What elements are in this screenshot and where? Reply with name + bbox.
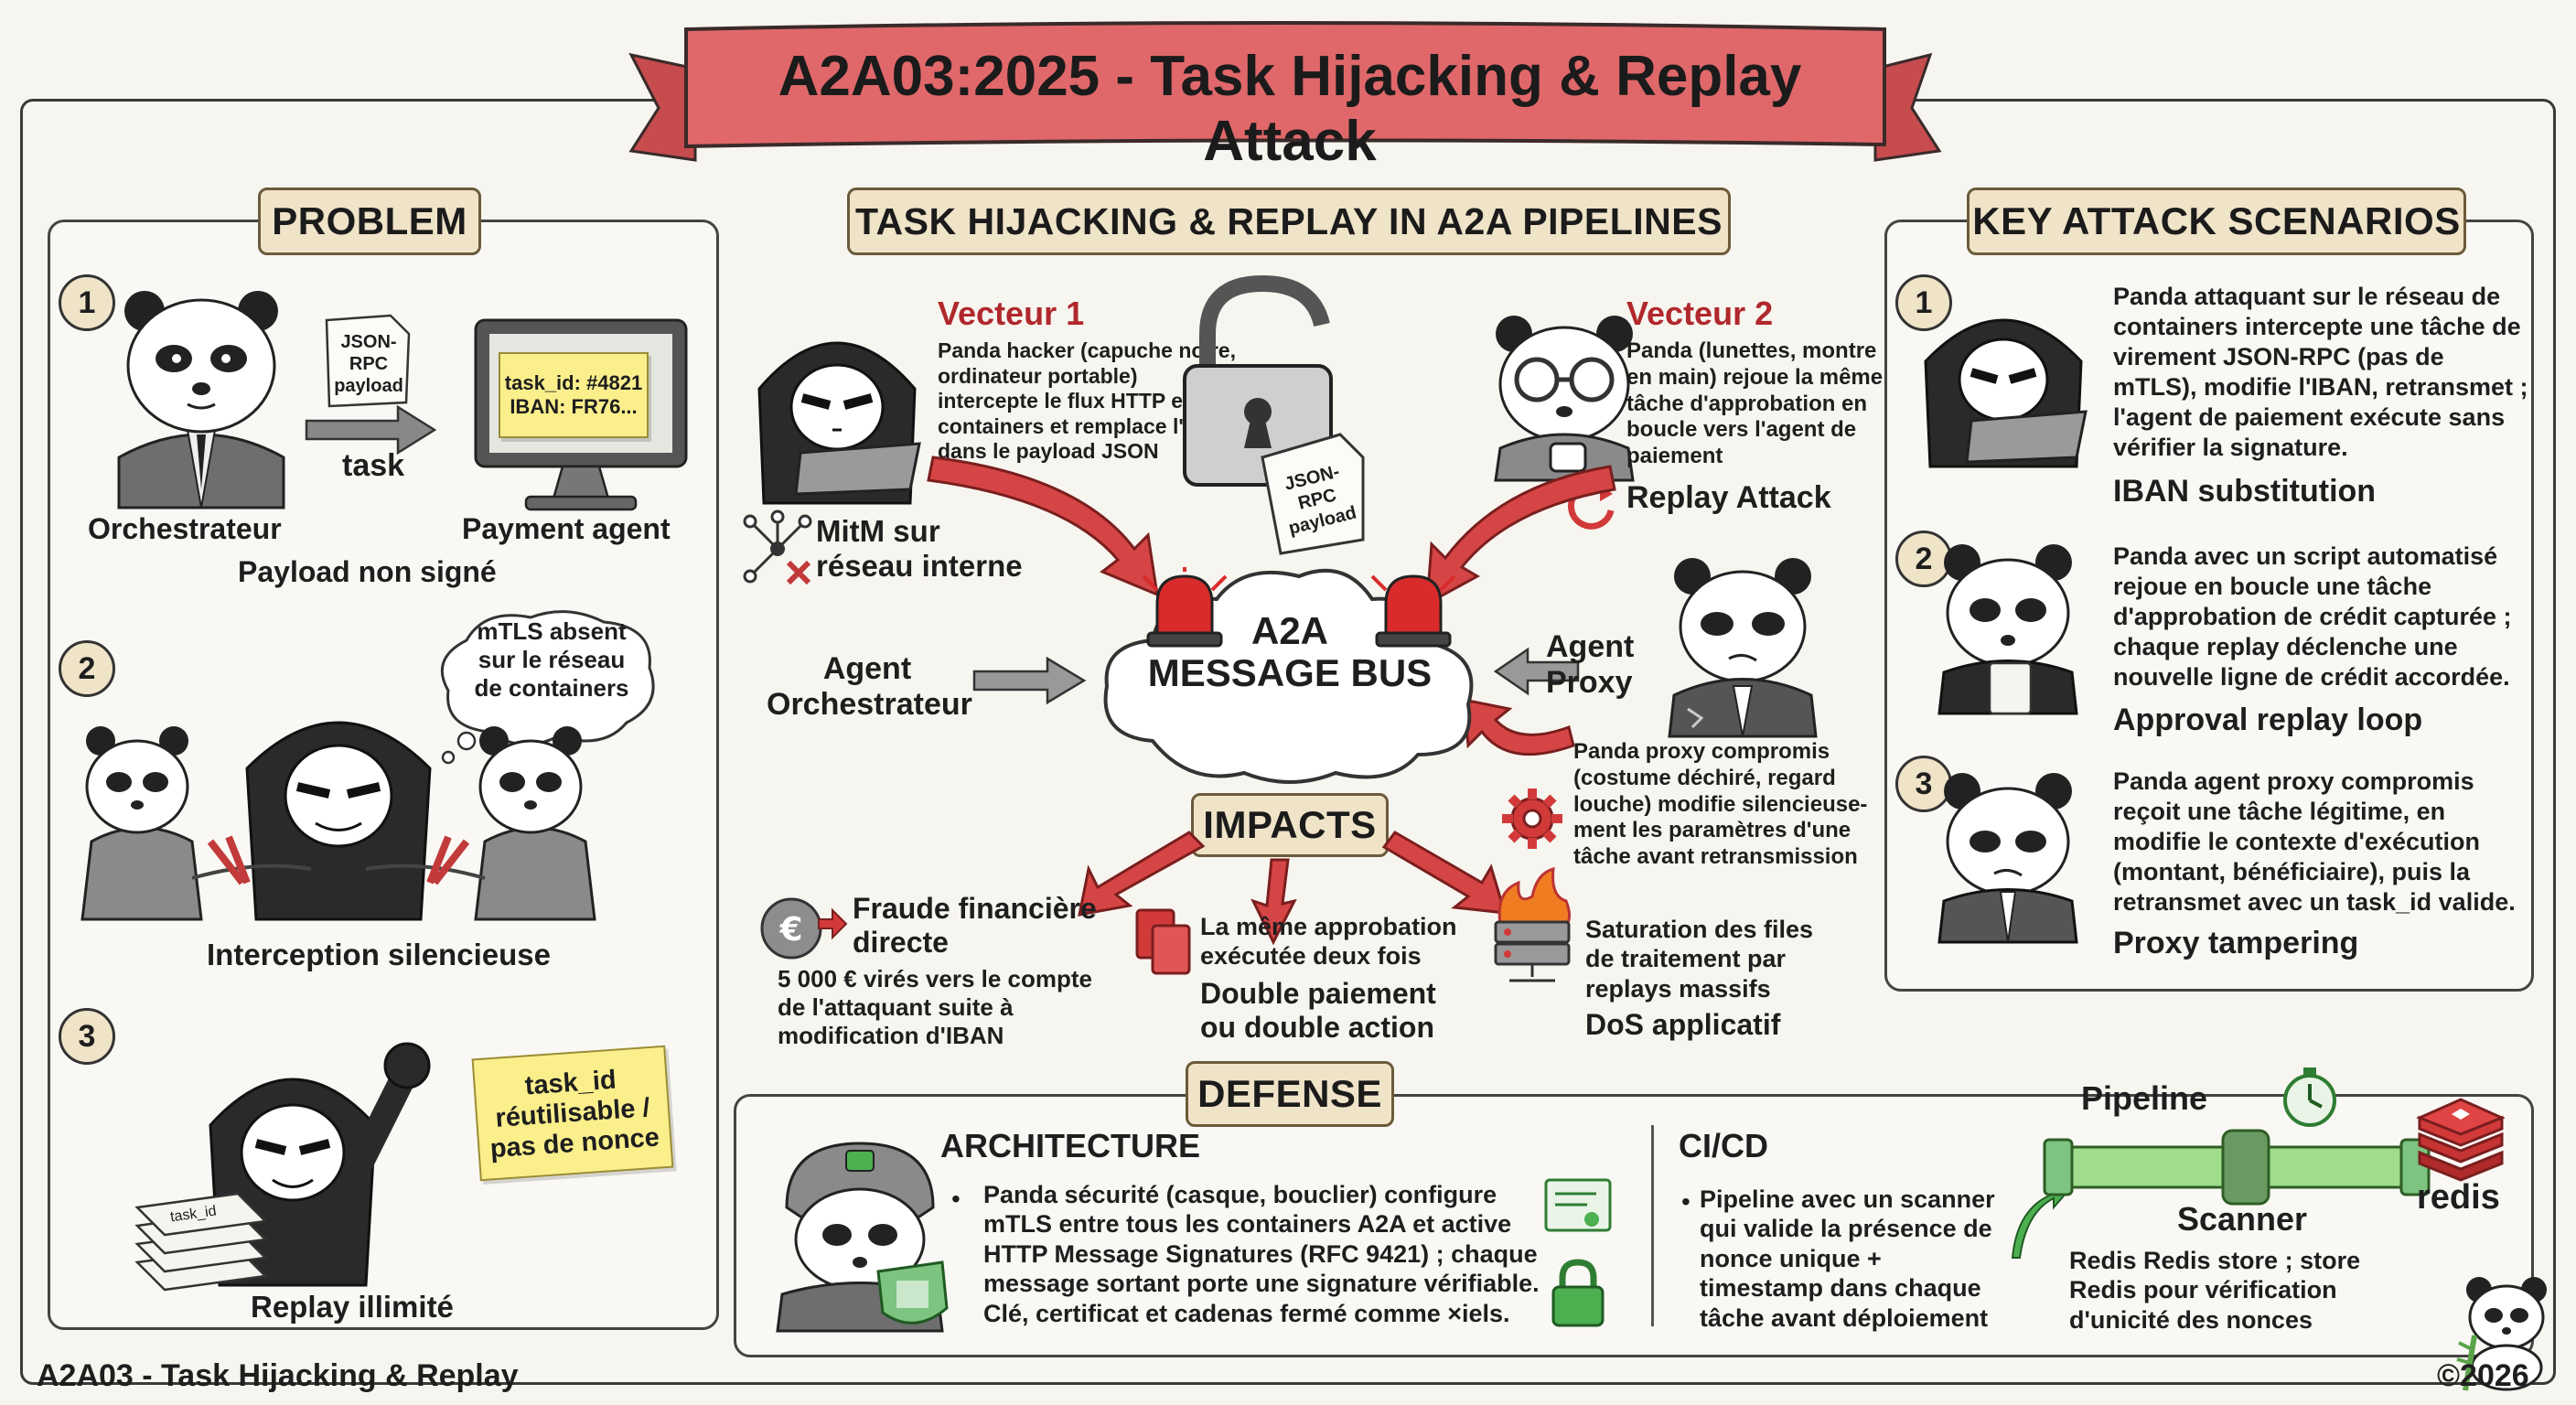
architecture-bullet: •	[951, 1185, 961, 1213]
scenario-1-badge: 1	[1895, 274, 1952, 331]
orchestrator-panda-icon	[117, 291, 285, 509]
pipeline-tube-icon	[2043, 1129, 2431, 1206]
orchestrateur-label: Orchestrateur	[88, 512, 282, 545]
redis-text: Redis Redis store ; store Redis pour vér…	[2069, 1247, 2361, 1334]
task-arrow-icon	[305, 404, 437, 456]
burning-server-icon	[1494, 866, 1571, 982]
agent-proxy-label: Agent Proxy	[1546, 629, 1635, 700]
orch-to-bus-arrow	[972, 656, 1087, 705]
impact-1-text: 5 000 € virés vers le compte de l'attaqu…	[778, 965, 1093, 1050]
payload-non-signe-caption: Payload non signé	[238, 555, 497, 588]
architecture-text: Panda sécurité (casque, bouclier) config…	[983, 1181, 1540, 1327]
scenario-2-badge: 2	[1895, 531, 1952, 587]
hooded-hacker-panda-icon	[80, 721, 596, 921]
problem-step-2-badge: 2	[59, 640, 115, 697]
gear-icon	[1502, 788, 1562, 849]
redis-icon	[2416, 1098, 2506, 1182]
scenario-3-text: Panda agent proxy compromis reçoit une t…	[2113, 767, 2516, 916]
title-banner	[628, 21, 1942, 162]
page-title: A2A03:2025 - Task Hijacking & Replay Att…	[778, 45, 1802, 173]
mtls-thought-bubble	[440, 610, 655, 765]
alarm-siren-right-icon	[1370, 574, 1456, 648]
replay-attack-label: Replay Attack	[1626, 480, 1831, 515]
hacker-laptop-panda-icon	[757, 341, 921, 505]
pipeline-label: Pipeline	[2081, 1079, 2208, 1117]
scenario-3-badge: 3	[1895, 756, 1952, 812]
svg-text:€: €	[778, 911, 802, 949]
scenario-1-hacker-icon	[1924, 318, 2088, 468]
replay-hacker-panda-icon	[134, 1042, 431, 1292]
payment-agent-label: Payment agent	[462, 512, 671, 545]
vecteur-2-text: Panda (lunettes, montre en main) rejoue …	[1626, 338, 1884, 469]
scenario-3-title: Proxy tampering	[2113, 926, 2359, 960]
scenario-2-title: Approval replay loop	[2113, 702, 2423, 737]
glasses-watch-panda-icon	[1494, 316, 1635, 482]
problem-heading: PROBLEM	[258, 188, 481, 255]
impact-3-text: Saturation des files de traitement par r…	[1585, 916, 1814, 1003]
center-json-rpc-doc-icon	[1261, 433, 1365, 555]
scanner-label: Scanner	[2177, 1200, 2308, 1238]
alarm-siren-left-icon	[1142, 567, 1228, 648]
vecteur-1-title: Vecteur 1	[938, 295, 1085, 332]
bamboo-panda-icon	[2456, 1277, 2547, 1391]
scenario-3-proxy-panda-icon	[1937, 773, 2078, 944]
defense-heading: DEFENSE	[1186, 1061, 1394, 1127]
proxy-compromis-text: Panda proxy compromis (costume déchiré, …	[1573, 739, 1868, 870]
redis-label: redis	[2417, 1178, 2500, 1217]
scenario-1-text: Panda attaquant sur le réseau de contain…	[2113, 283, 2528, 461]
footer-right: ©2026	[2437, 1358, 2529, 1393]
security-panda-icon	[776, 1142, 949, 1333]
impacts-heading: IMPACTS	[1191, 793, 1389, 857]
bus-line-2: MESSAGE BUS	[1147, 651, 1433, 694]
euro-coin-icon: €	[760, 897, 822, 960]
footer-left: A2A03 - Task Hijacking & Replay	[37, 1358, 519, 1393]
scenario-2-panda-icon	[1937, 544, 2078, 715]
task-id-reutilisable-note: task_id réutilisable / pas de nonce	[471, 1045, 674, 1182]
defense-divider	[1651, 1125, 1654, 1326]
compromised-proxy-panda-icon	[1668, 558, 1818, 738]
cicd-title: CI/CD	[1679, 1127, 1768, 1164]
euro-arrow-icon	[818, 907, 848, 940]
screen-task-id: task_id: #4821	[504, 371, 643, 394]
proxy-to-bus-arrow	[1493, 647, 1580, 696]
scenarios-heading: KEY ATTACK SCENARIOS	[1967, 188, 2466, 255]
problem-step-3-badge: 3	[59, 1008, 115, 1065]
bus-line-1: A2A	[1250, 609, 1329, 652]
replay-illimite-caption: Replay illimité	[251, 1290, 454, 1324]
architecture-title: ARCHITECTURE	[940, 1127, 1200, 1164]
mitm-label: MitM sur réseau interne	[816, 514, 1023, 583]
problem-doc-label: JSON-RPC payload	[334, 332, 403, 396]
task-arrow-label: task	[342, 448, 405, 483]
mitm-network-icon	[743, 509, 812, 585]
impact-1-title: Fraude financière directe	[853, 892, 1097, 959]
vecteur-2-title: Vecteur 2	[1626, 295, 1774, 332]
scenario-1-title: IBAN substitution	[2113, 474, 2377, 509]
impact-arrows	[1078, 831, 1508, 946]
mtls-bubble-text: mTLS absent sur le réseau de containers	[474, 617, 629, 702]
cicd-bullet: •	[1681, 1187, 1690, 1216]
json-rpc-doc-icon	[325, 314, 411, 408]
impact-2-title: Double paiement ou double action	[1200, 977, 1436, 1044]
center-heading: TASK HIJACKING & REPLAY IN A2A PIPELINES	[847, 188, 1731, 255]
problem-step-1-badge: 1	[59, 274, 115, 331]
impact-2-text: La même approbation exécutée deux fois	[1200, 913, 1457, 971]
screen-iban: IBAN: FR76...	[510, 395, 638, 418]
impact-3-title: DoS applicatif	[1585, 1008, 1781, 1041]
scenario-2-text: Panda avec un script automatisé rejoue e…	[2113, 542, 2512, 691]
closed-padlock-icon	[1551, 1259, 1605, 1327]
certificate-icon	[1544, 1178, 1612, 1232]
cicd-text: Pipeline avec un scanner qui valide la p…	[1700, 1185, 1995, 1332]
stopwatch-icon	[2283, 1067, 2336, 1127]
replay-cycle-icon	[1568, 482, 1615, 530]
duplicate-docs-icon	[1135, 908, 1191, 975]
agent-orchestrateur-label: Agent Orchestrateur	[767, 651, 972, 722]
payment-screen-note: task_id: #4821 IBAN: FR76...	[499, 352, 649, 438]
interception-silencieuse-caption: Interception silencieuse	[207, 938, 551, 971]
